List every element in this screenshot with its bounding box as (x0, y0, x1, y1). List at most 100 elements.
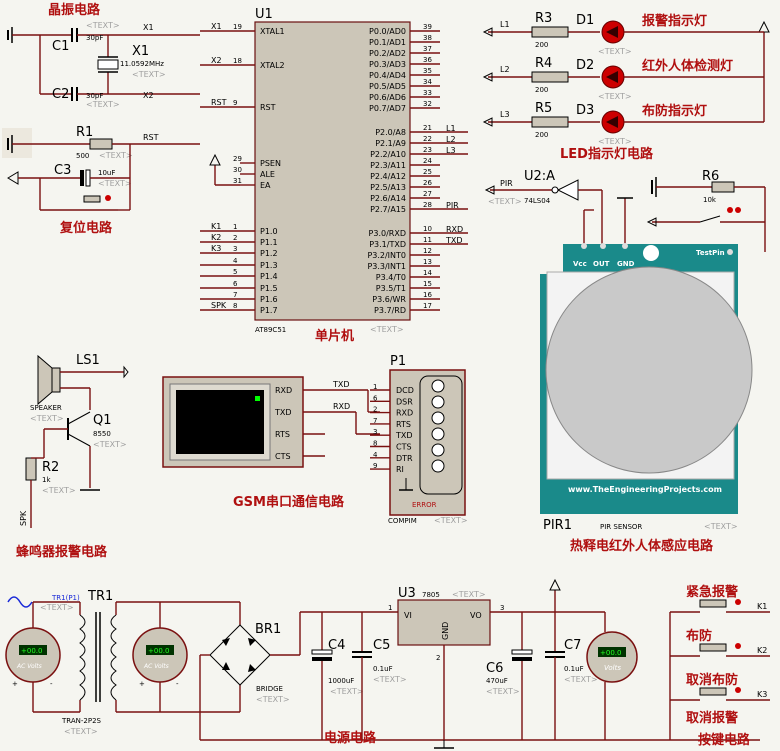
led-label: 布防指示灯 (642, 103, 707, 119)
mcu-pin-num: 24 (423, 157, 432, 165)
pir-pin-out: OUT (593, 260, 610, 268)
text-placeholder: <TEXT> (98, 179, 132, 188)
p1-pin-name: DCD (396, 386, 414, 395)
voltmeter-ac-1[interactable]: +00.0 AC Volts (5, 627, 61, 683)
mcu-pin-num: 15 (423, 280, 432, 288)
led-title: LED指示灯电路 (560, 146, 654, 162)
u3-pin3: 3 (500, 604, 504, 612)
gsm-terminal[interactable] (162, 376, 304, 468)
r6-ref: R6 (702, 169, 719, 184)
mcu-pin-num: 14 (423, 269, 432, 277)
pir-sensor-module[interactable]: Vcc OUT GND TestPin www.TheEngineeringPr… (540, 243, 753, 514)
meter-reading: +00.0 (600, 649, 621, 657)
capacitor-c1[interactable] (71, 28, 78, 42)
capacitor-c5[interactable] (352, 651, 372, 658)
led-resistor[interactable] (531, 26, 569, 38)
p1-pin-num: 9 (373, 462, 377, 470)
crystal-circuit: 晶振电路 C1 30pF <TEXT> X1 C2 30pF <TEXT> X2 (7, 2, 200, 109)
c2-value: 30pF (86, 92, 103, 100)
mcu-pin-name: P0.4/AD4 (369, 71, 406, 80)
x1-ref: X1 (132, 44, 149, 59)
text-placeholder: <TEXT> (598, 137, 632, 146)
pir-website: www.TheEngineeringProjects.com (568, 485, 722, 494)
voltmeter-ac-2[interactable]: +00.0 AC Volts (132, 627, 188, 683)
transistor-q1[interactable] (67, 411, 91, 447)
c3-ref: C3 (54, 163, 71, 178)
transformer-tr1[interactable] (79, 612, 117, 702)
regulator-u3[interactable]: VI VO GND (397, 599, 491, 646)
meter-plus: + (139, 680, 145, 688)
mcu-pin-name: P2.1/A9 (375, 139, 406, 148)
mcu-pin-num: 26 (423, 179, 432, 187)
p1-connector-holes (431, 379, 445, 473)
led-resistor-ref: R4 (535, 56, 552, 71)
mcu-pin-num: 28 (423, 201, 432, 209)
capacitor-c2[interactable] (71, 87, 78, 101)
led-resistor-value: 200 (535, 41, 548, 49)
q1-ref: Q1 (93, 413, 112, 428)
mcu-left-pins: XTAL119X1XTAL218X2RST9RSTPSEN29ALE30EA31… (200, 22, 285, 315)
mcu-pin-num: 8 (233, 302, 237, 310)
connector-hole (431, 395, 445, 409)
mcu-pin-name: P0.0/AD0 (369, 27, 406, 36)
keys-title: 按键电路 (698, 732, 751, 748)
mcu-pin-name: P0.1/AD1 (369, 38, 406, 47)
capacitor-c4[interactable] (311, 649, 333, 661)
text-placeholder: <TEXT> (30, 414, 64, 423)
p1-pin-name: DTR (396, 454, 413, 463)
capacitor-c3[interactable] (80, 169, 91, 187)
text-placeholder: <TEXT> (704, 522, 738, 531)
power-arrow-icon (758, 20, 770, 33)
led-resistor[interactable] (531, 71, 569, 83)
crystal-title: 晶振电路 (48, 2, 101, 18)
p1-part: COMPIM (388, 517, 417, 525)
ac-source-icon[interactable] (7, 596, 33, 608)
mcu-pin-net: RST (211, 98, 227, 107)
crystal-x1[interactable] (97, 56, 119, 73)
voltmeter-dc[interactable]: +00.0 Volts (586, 631, 638, 683)
capacitor-c6[interactable] (511, 649, 533, 661)
reset-button[interactable] (82, 195, 118, 211)
text-placeholder: <TEXT> (564, 675, 598, 684)
pir-test-switch[interactable] (699, 207, 741, 223)
c6-ref: C6 (486, 661, 503, 676)
net-rst-label: RST (143, 133, 159, 142)
mcu-pin-num: 37 (423, 45, 432, 53)
mcu-pin-name: P3.0/RXD (369, 229, 406, 238)
key-contact-icon (735, 599, 741, 605)
p1-pin-num: 1 (373, 383, 377, 391)
led-ref: D3 (576, 103, 594, 118)
p1-pin-name: DSR (396, 397, 413, 406)
speaker-ls1[interactable] (37, 354, 61, 406)
mcu-pin-net: X1 (211, 22, 222, 31)
text-placeholder: <TEXT> (373, 675, 407, 684)
mcu-pin-name: P2.5/A13 (370, 183, 406, 192)
key-button[interactable] (699, 599, 727, 608)
capacitor-c7[interactable] (545, 651, 565, 658)
p1-ref: P1 (390, 354, 406, 369)
led-net-label: L3 (500, 110, 510, 119)
tr1-part: TRAN-2P2S (61, 717, 102, 725)
bridge-rectifier-br1[interactable] (209, 624, 271, 686)
u3-pin2: 2 (436, 654, 440, 662)
mcu-pin-num: 32 (423, 100, 432, 108)
inverter-u2[interactable] (551, 179, 579, 201)
text-placeholder: <TEXT> (434, 516, 468, 525)
mcu-pin-net: RXD (446, 225, 463, 234)
resistor-r2[interactable] (25, 457, 37, 481)
resistor-r1[interactable] (89, 138, 113, 150)
mcu-u1[interactable]: U1 AT89C51 <TEXT> 单片机 XTAL119X1XTAL218X2… (200, 7, 468, 344)
pir-net-label: PIR (500, 179, 513, 188)
led-resistor[interactable] (531, 116, 569, 128)
mcu-pin-net: K2 (211, 233, 221, 242)
led-label: 红外人体检测灯 (642, 58, 733, 74)
mcu-pin-name: P1.1 (260, 238, 278, 247)
meter-minus: - (50, 680, 53, 688)
key-button[interactable] (699, 687, 727, 696)
pir-pin-gnd: GND (617, 260, 635, 268)
u3-pin1: 1 (388, 604, 392, 612)
key-button[interactable] (699, 643, 727, 652)
